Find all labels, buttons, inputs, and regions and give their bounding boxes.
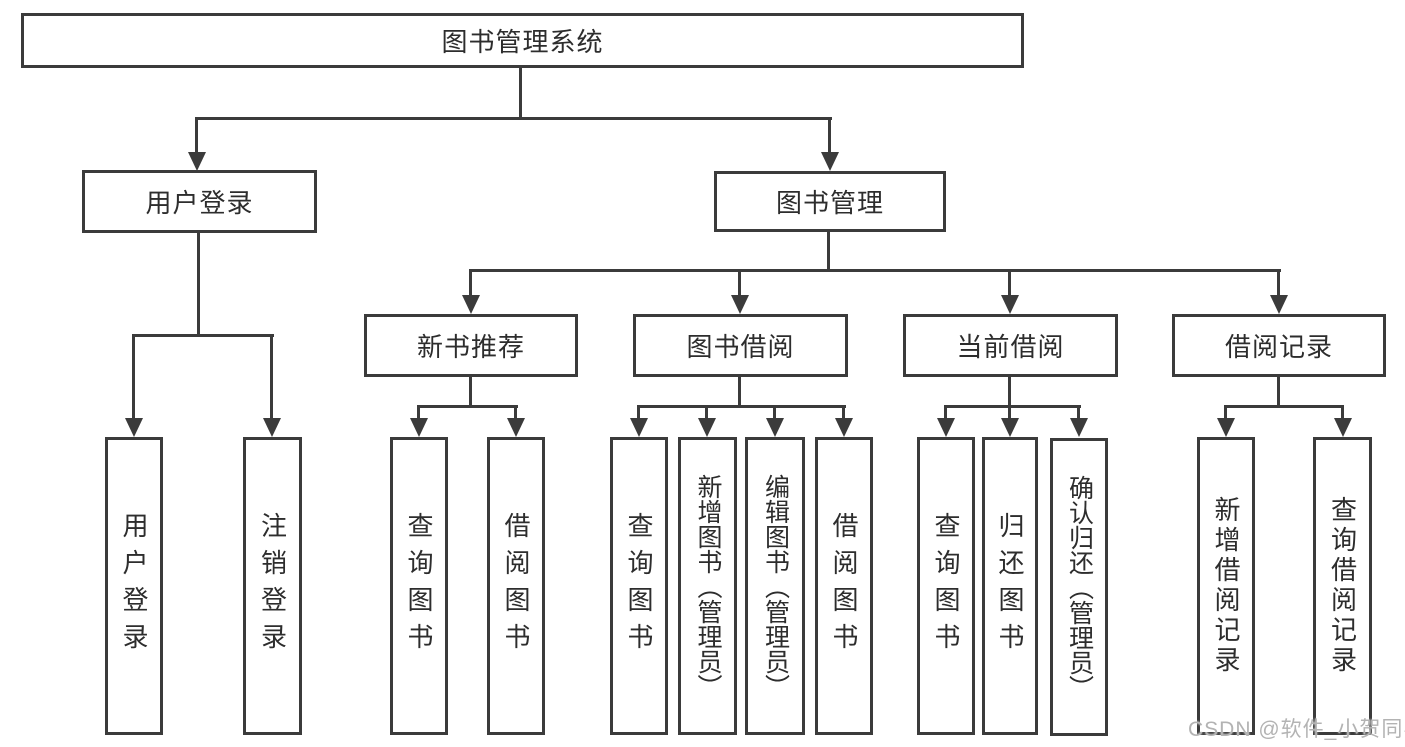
arrow-down-icon	[1270, 295, 1288, 314]
leaf-edit-books-admin: 编辑图书（管理员）	[745, 437, 805, 735]
leaf-query-books-current: 查询图书	[917, 437, 975, 735]
connector-line	[469, 374, 472, 407]
connector-line	[270, 334, 273, 419]
node-root: 图书管理系统	[21, 13, 1024, 68]
arrow-down-icon	[1070, 418, 1088, 437]
watermark: CSDN @软件_小贺同学	[1188, 718, 1405, 741]
arrow-down-icon	[462, 295, 480, 314]
connector-line	[1008, 374, 1011, 407]
arrow-down-icon	[937, 418, 955, 437]
connector-line	[705, 405, 708, 420]
leaf-return-books: 归还图书	[982, 437, 1038, 735]
arrow-down-icon	[1334, 418, 1352, 437]
node-borrowing-records: 借阅记录	[1172, 314, 1386, 377]
leaf-user-login: 用户登录	[105, 437, 163, 735]
arrow-down-icon	[410, 418, 428, 437]
connector-line	[738, 269, 741, 297]
connector-line	[773, 405, 776, 420]
leaf-query-borrow-record: 查询借阅记录	[1313, 437, 1372, 735]
node-book-management: 图书管理	[714, 171, 946, 232]
connector-line	[944, 405, 1081, 408]
arrow-down-icon	[125, 418, 143, 437]
arrow-down-icon	[1001, 295, 1019, 314]
connector-line	[417, 405, 518, 408]
connector-line	[944, 405, 947, 420]
arrow-down-icon	[766, 418, 784, 437]
node-current-borrowing: 当前借阅	[903, 314, 1118, 377]
connector-line	[1224, 405, 1227, 420]
arrow-down-icon	[188, 152, 206, 171]
connector-line	[132, 334, 135, 419]
connector-line	[1224, 405, 1344, 408]
arrow-down-icon	[263, 418, 281, 437]
connector-line	[738, 374, 741, 407]
node-user-login: 用户登录	[82, 170, 317, 233]
leaf-borrow-books-recommend: 借阅图书	[487, 437, 545, 735]
connector-line	[196, 117, 832, 120]
node-book-borrowing: 图书借阅	[633, 314, 848, 377]
leaf-logout: 注销登录	[243, 437, 302, 735]
arrow-down-icon	[835, 418, 853, 437]
connector-line	[842, 405, 845, 420]
connector-line	[519, 66, 522, 119]
leaf-add-borrow-record: 新增借阅记录	[1197, 437, 1255, 735]
leaf-query-books-borrowing: 查询图书	[610, 437, 668, 735]
connector-line	[469, 269, 1281, 272]
connector-line	[637, 405, 846, 408]
connector-line	[469, 269, 472, 297]
connector-line	[828, 117, 831, 153]
connector-line	[417, 405, 420, 420]
arrow-down-icon	[1217, 418, 1235, 437]
arrow-down-icon	[731, 295, 749, 314]
arrow-down-icon	[630, 418, 648, 437]
connector-line	[1277, 374, 1280, 407]
connector-line	[1341, 405, 1344, 420]
connector-line	[1077, 405, 1080, 420]
connector-line	[132, 334, 274, 337]
connector-line	[1008, 269, 1011, 297]
connector-line	[827, 229, 830, 271]
leaf-confirm-return-admin: 确认归还（管理员）	[1050, 438, 1108, 736]
leaf-borrow-books-borrowing: 借阅图书	[815, 437, 873, 735]
leaf-add-books-admin: 新增图书（管理员）	[678, 437, 737, 735]
arrow-down-icon	[698, 418, 716, 437]
arrow-down-icon	[1001, 418, 1019, 437]
arrow-down-icon	[507, 418, 525, 437]
connector-line	[197, 231, 200, 336]
connector-line	[514, 405, 517, 420]
connector-line	[1008, 405, 1011, 420]
node-new-book-recommend: 新书推荐	[364, 314, 578, 377]
leaf-query-books-recommend: 查询图书	[390, 437, 448, 735]
connector-line	[637, 405, 640, 420]
arrow-down-icon	[821, 152, 839, 171]
connector-line	[1277, 269, 1280, 297]
connector-line	[195, 117, 198, 153]
